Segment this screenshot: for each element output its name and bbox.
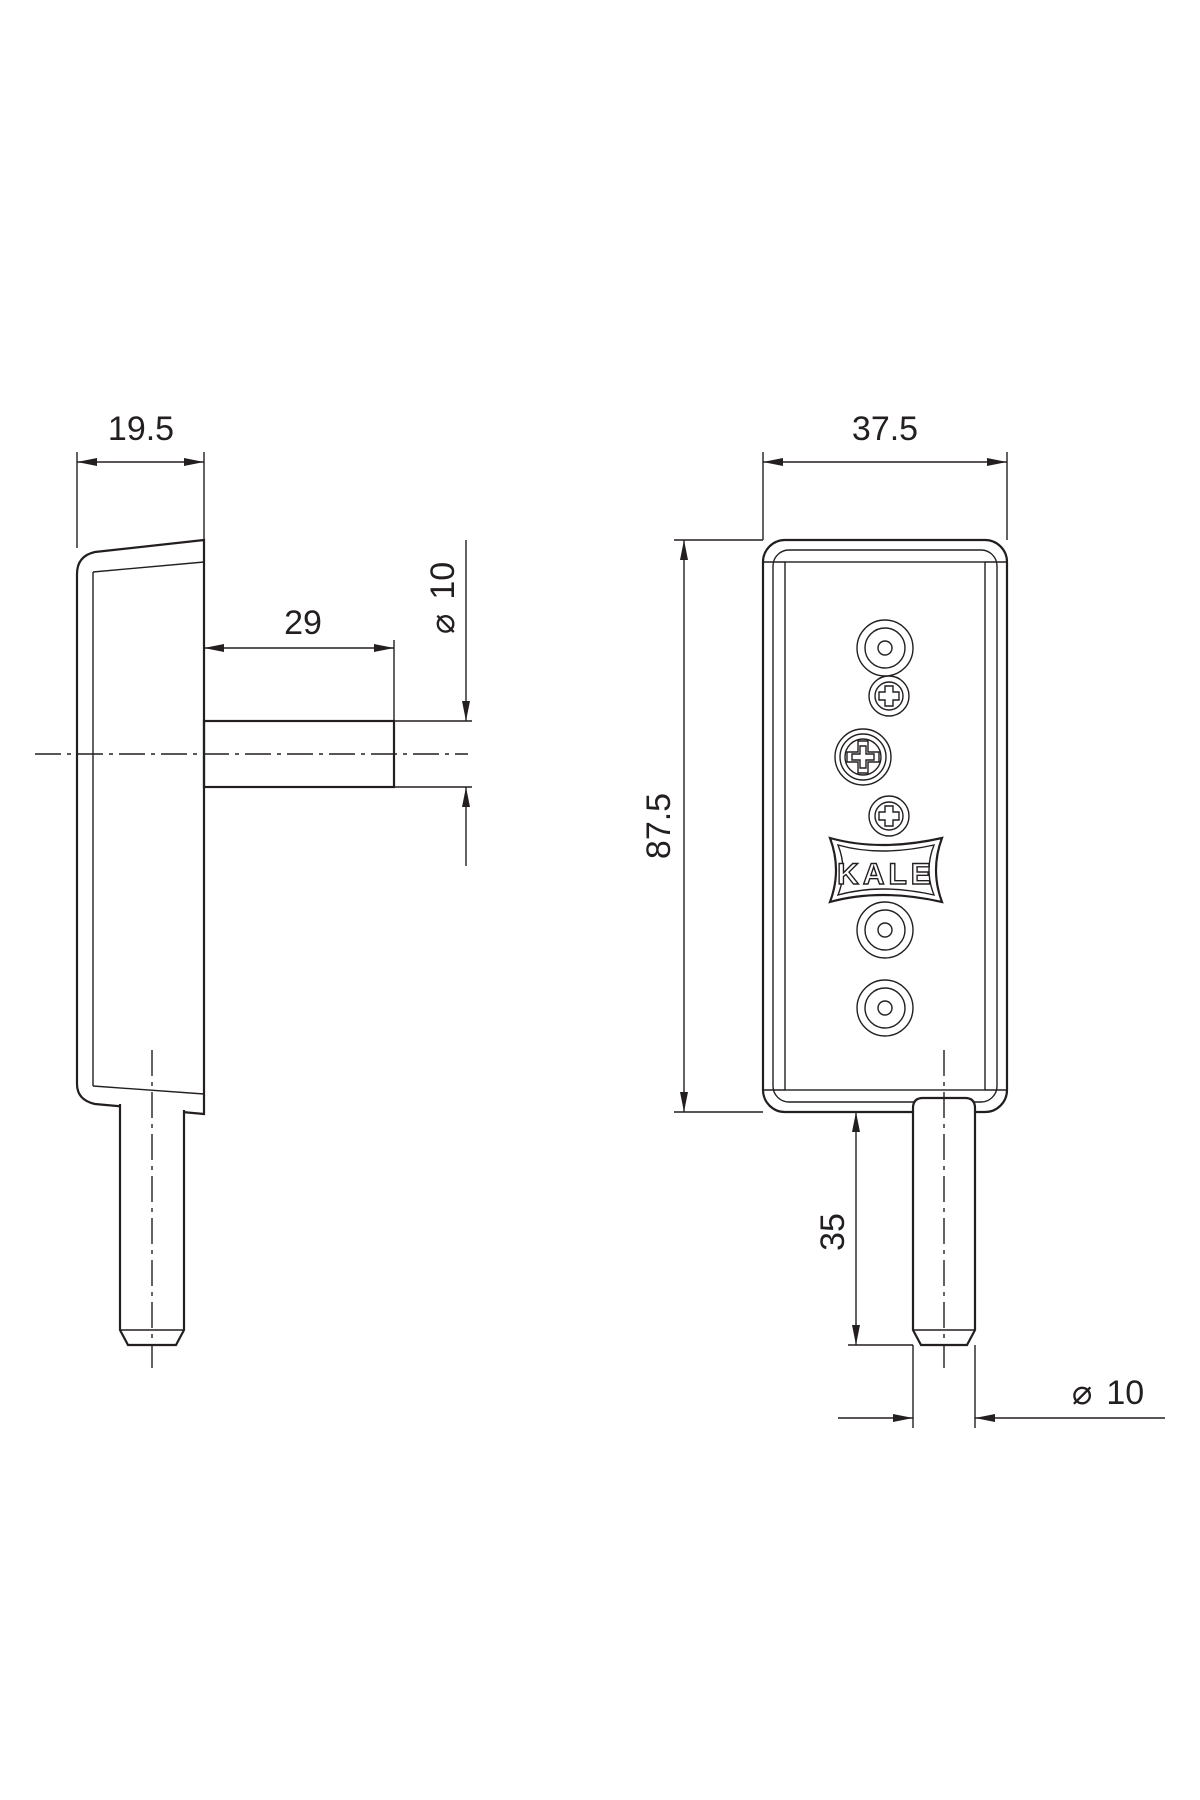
dim-29-label: 29 bbox=[284, 604, 322, 642]
dim-37-5-label: 37.5 bbox=[852, 410, 918, 448]
dim-87-5-label-group: 87.5 bbox=[640, 793, 678, 859]
dim-dia-bottom-symbol: ⌀ bbox=[1072, 1374, 1092, 1412]
front-plate-inner-face bbox=[784, 561, 986, 1091]
side-body-top-inner-edge bbox=[92, 561, 205, 573]
phillips-screw-1 bbox=[868, 675, 910, 717]
front-plate-outline bbox=[761, 538, 1009, 1114]
dim-dia-side-symbol: ⌀ bbox=[424, 614, 462, 634]
side-horizontal-pin bbox=[202, 719, 396, 789]
dim-dia-bottom-label: ⌀ 10 bbox=[1072, 1374, 1144, 1412]
kale-logo-text: KALE bbox=[837, 858, 935, 891]
side-body-bottom-inner-edge bbox=[92, 1085, 205, 1095]
screw-hole-3 bbox=[856, 979, 914, 1037]
phillips-screw-2 bbox=[868, 795, 910, 837]
side-view: 19.5 29 ⌀ 10 bbox=[35, 410, 472, 1368]
dim-35-label-group: 35 bbox=[814, 1213, 852, 1251]
side-body-outline bbox=[75, 538, 206, 1116]
central-screw bbox=[834, 728, 892, 786]
dim-87-5-label: 87.5 bbox=[640, 793, 678, 859]
dim-dia-side-label: ⌀ 10 bbox=[424, 562, 462, 634]
front-view: KALE 37.5 87.5 bbox=[640, 410, 1165, 1428]
screw-hole-1 bbox=[856, 619, 914, 677]
dim-dia-bottom-value: 10 bbox=[1106, 1374, 1144, 1412]
dim-19-5-label: 19.5 bbox=[108, 410, 174, 448]
kale-logo: KALE bbox=[828, 836, 944, 904]
dim-dia-side-value: 10 bbox=[424, 562, 462, 600]
dim-dia-side-label-group: ⌀ 10 bbox=[424, 562, 462, 634]
screw-hole-2 bbox=[856, 901, 914, 959]
dim-35-label: 35 bbox=[814, 1213, 852, 1251]
front-plate-bevel bbox=[772, 549, 998, 1103]
